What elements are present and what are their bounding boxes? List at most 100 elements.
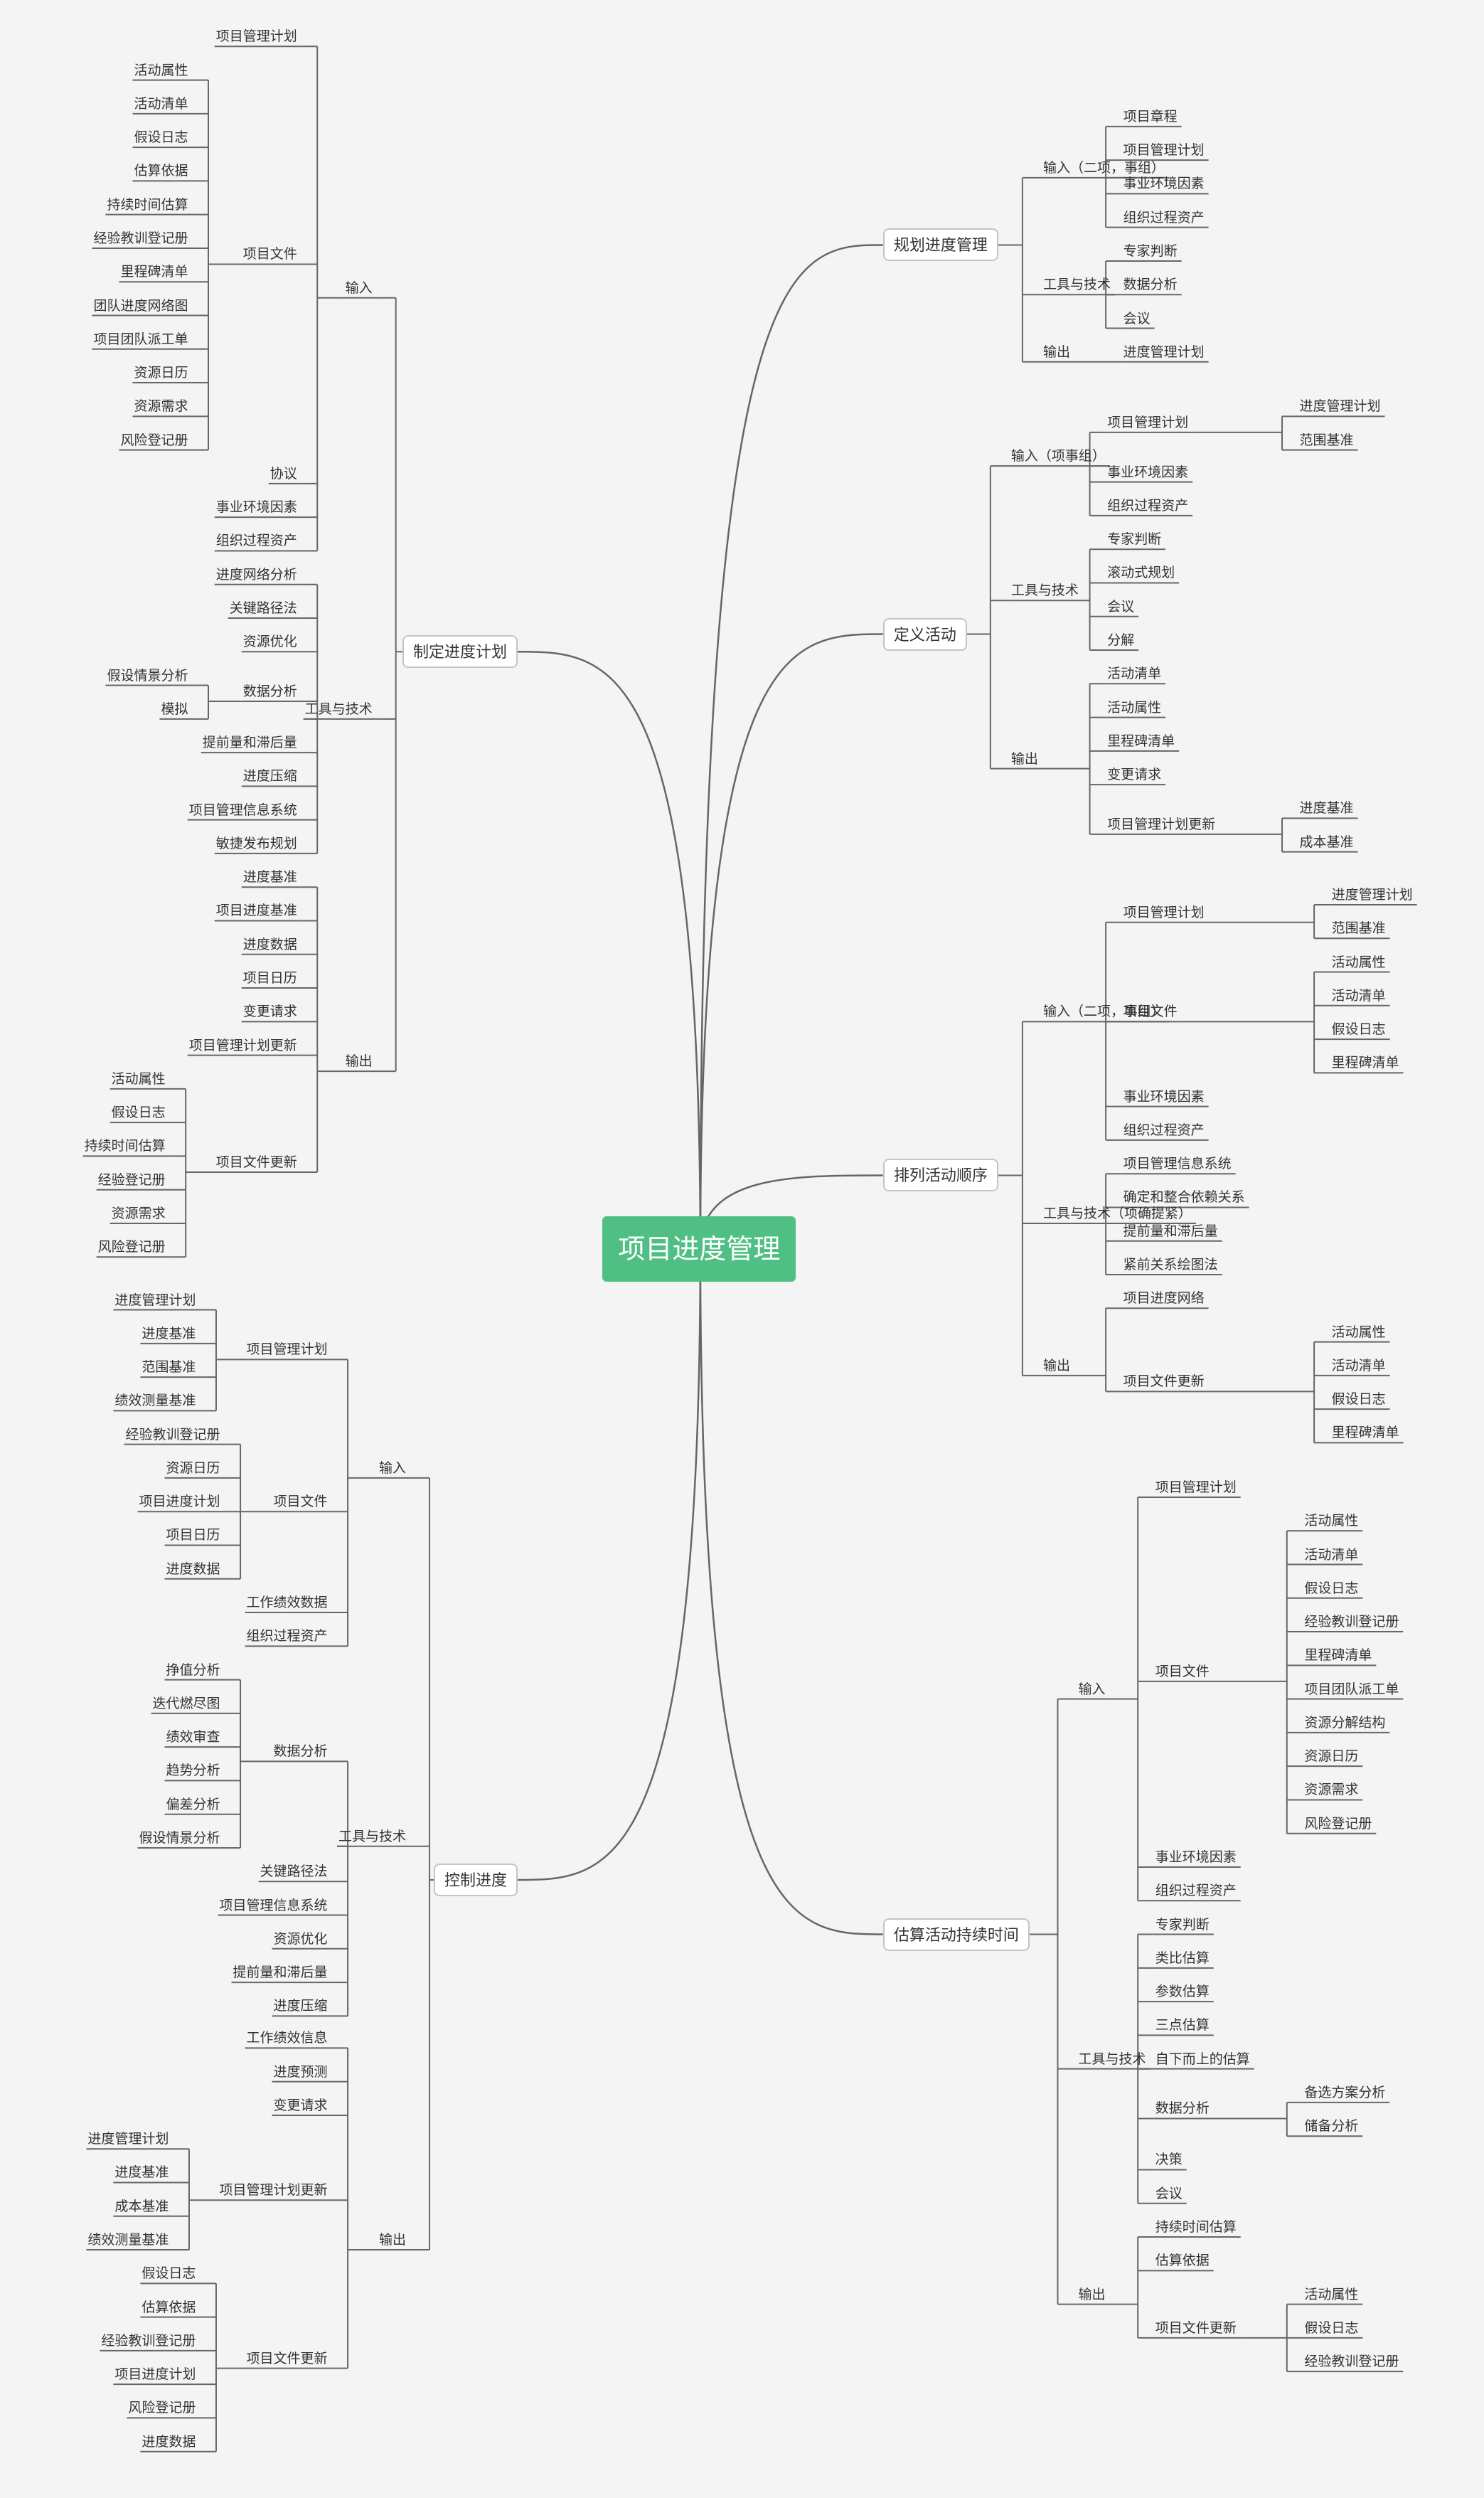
leaf-topic[interactable]: 项目文件更新 [246,2350,328,2366]
leaf-topic[interactable]: 工作绩效数据 [246,1595,328,1611]
leaf-topic[interactable]: 事业环境因素 [1123,176,1205,192]
leaf-topic[interactable]: 资源需求 [134,398,188,415]
leaf-topic[interactable]: 范围基准 [1331,920,1386,937]
leaf-topic[interactable]: 活动属性 [1304,1513,1359,1529]
leaf-topic[interactable]: 估算依据 [142,2299,196,2315]
leaf-topic[interactable]: 假设日志 [1331,1391,1386,1408]
leaf-topic[interactable]: 会议 [1107,598,1135,615]
leaf-topic[interactable]: 活动属性 [1304,2286,1359,2302]
leaf-topic[interactable]: 组织过程资产 [1107,497,1189,514]
leaf-topic[interactable]: 风险登记册 [128,2400,196,2416]
leaf-topic[interactable]: 项目进度基准 [215,903,297,919]
leaf-topic[interactable]: 项目文件更新 [215,1154,297,1170]
leaf-topic[interactable]: 资源日历 [166,1460,220,1476]
leaf-topic[interactable]: 活动清单 [1107,666,1162,682]
leaf-topic[interactable]: 项目管理计划 [246,1341,328,1358]
leaf-topic[interactable]: 绩效测量基准 [87,2232,169,2248]
leaf-topic[interactable]: 组织过程资产 [246,1628,328,1644]
leaf-topic[interactable]: 成本基准 [1299,834,1354,850]
leaf-topic[interactable]: 经验登记册 [97,1171,166,1188]
leaf-topic[interactable]: 项目管理信息系统 [1123,1156,1232,1172]
leaf-topic[interactable]: 进度数据 [242,936,297,952]
leaf-topic[interactable]: 范围基准 [1299,432,1354,448]
leaf-topic[interactable]: 确定和整合依赖关系 [1123,1189,1245,1206]
leaf-topic[interactable]: 经验教训登记册 [93,230,188,246]
leaf-topic[interactable]: 进度数据 [142,2433,196,2450]
leaf-topic[interactable]: 提前量和滞后量 [233,1965,328,1981]
leaf-topic[interactable]: 项目文件 [1155,1663,1210,1679]
leaf-topic[interactable]: 进度预测 [273,2063,328,2080]
leaf-topic[interactable]: 资源需求 [111,1205,166,1221]
leaf-topic[interactable]: 里程碑清单 [1331,1425,1399,1441]
leaf-topic[interactable]: 假设日志 [1304,2319,1359,2336]
leaf-topic[interactable]: 项目管理信息系统 [219,1897,328,1913]
leaf-topic[interactable]: 变更请求 [1107,767,1162,783]
leaf-topic[interactable]: 偏差分析 [166,1796,220,1812]
branch-topic[interactable]: 排列活动顺序 [882,1159,998,1192]
leaf-topic[interactable]: 经验教训登记册 [1304,2354,1399,2370]
sub-topic[interactable]: 输入（项事组） [1010,448,1106,464]
leaf-topic[interactable]: 迭代燃尽图 [152,1695,220,1711]
leaf-topic[interactable]: 模拟 [161,701,188,717]
leaf-topic[interactable]: 进度管理计划 [1299,398,1381,415]
branch-topic[interactable]: 制定进度计划 [402,635,518,669]
leaf-topic[interactable]: 资源分解结构 [1304,1714,1386,1731]
sub-topic[interactable]: 输出 [345,1053,373,1070]
leaf-topic[interactable]: 项目管理计划更新 [188,1037,297,1053]
leaf-topic[interactable]: 项目进度网络 [1123,1290,1205,1307]
leaf-topic[interactable]: 项目管理计划 [1123,142,1205,159]
leaf-topic[interactable]: 项目管理计划 [1123,904,1205,920]
leaf-topic[interactable]: 绩效测量基准 [114,1393,196,1409]
leaf-topic[interactable]: 活动属性 [1107,699,1162,716]
sub-topic[interactable]: 输入 [345,280,373,296]
leaf-topic[interactable]: 活动清单 [1304,1546,1359,1563]
leaf-topic[interactable]: 活动属性 [1331,954,1386,970]
leaf-topic[interactable]: 变更请求 [273,2097,328,2113]
leaf-topic[interactable]: 范围基准 [142,1359,196,1376]
leaf-topic[interactable]: 里程碑清单 [1331,1055,1399,1071]
leaf-topic[interactable]: 进度管理计划 [114,1292,196,1308]
leaf-topic[interactable]: 项目日历 [242,970,297,987]
branch-topic[interactable]: 估算活动持续时间 [882,1918,1030,1951]
leaf-topic[interactable]: 估算依据 [134,163,188,179]
leaf-topic[interactable]: 紧前关系绘图法 [1123,1257,1218,1273]
leaf-topic[interactable]: 进度管理计划 [87,2131,169,2147]
leaf-topic[interactable]: 关键路径法 [229,600,297,616]
leaf-topic[interactable]: 敏捷发布规划 [215,835,297,851]
leaf-topic[interactable]: 事业环境因素 [1155,1849,1237,1865]
leaf-topic[interactable]: 项目团队派工单 [1304,1681,1399,1697]
sub-topic[interactable]: 工具与技术（项确提紧） [1042,1205,1192,1221]
leaf-topic[interactable]: 项目团队派工单 [93,331,188,347]
leaf-topic[interactable]: 组织过程资产 [215,533,297,549]
leaf-topic[interactable]: 项目进度计划 [139,1494,220,1510]
leaf-topic[interactable]: 项目文件更新 [1155,2319,1237,2336]
leaf-topic[interactable]: 趋势分析 [166,1763,220,1779]
leaf-topic[interactable]: 活动属性 [134,62,188,78]
branch-topic[interactable]: 规划进度管理 [882,228,998,262]
leaf-topic[interactable]: 项目章程 [1123,108,1178,124]
leaf-topic[interactable]: 项目管理计划更新 [219,2182,328,2199]
leaf-topic[interactable]: 项目文件 [1123,1004,1178,1020]
leaf-topic[interactable]: 项目管理计划 [215,28,297,45]
leaf-topic[interactable]: 假设日志 [1331,1021,1386,1038]
leaf-topic[interactable]: 滚动式规划 [1107,565,1175,581]
leaf-topic[interactable]: 项目管理计划 [1155,1479,1237,1495]
sub-topic[interactable]: 输出 [1042,344,1070,360]
root-topic[interactable]: 项目进度管理 [602,1216,796,1282]
leaf-topic[interactable]: 假设日志 [142,2265,196,2282]
leaf-topic[interactable]: 假设日志 [134,129,188,146]
leaf-topic[interactable]: 风险登记册 [120,432,188,448]
leaf-topic[interactable]: 成本基准 [114,2198,169,2214]
leaf-topic[interactable]: 参数估算 [1155,1984,1210,2000]
leaf-topic[interactable]: 项目文件 [273,1494,328,1510]
leaf-topic[interactable]: 项目日历 [166,1527,220,1543]
leaf-topic[interactable]: 事业环境因素 [1107,464,1189,480]
leaf-topic[interactable]: 里程碑清单 [120,264,188,280]
sub-topic[interactable]: 工具与技术 [304,701,373,717]
leaf-topic[interactable]: 决策 [1155,2152,1183,2168]
leaf-topic[interactable]: 活动清单 [1331,987,1386,1004]
leaf-topic[interactable]: 进度管理计划 [1123,344,1205,360]
leaf-topic[interactable]: 提前量和滞后量 [1123,1223,1218,1239]
leaf-topic[interactable]: 假设日志 [1304,1580,1359,1596]
leaf-topic[interactable]: 经验教训登记册 [125,1426,220,1442]
